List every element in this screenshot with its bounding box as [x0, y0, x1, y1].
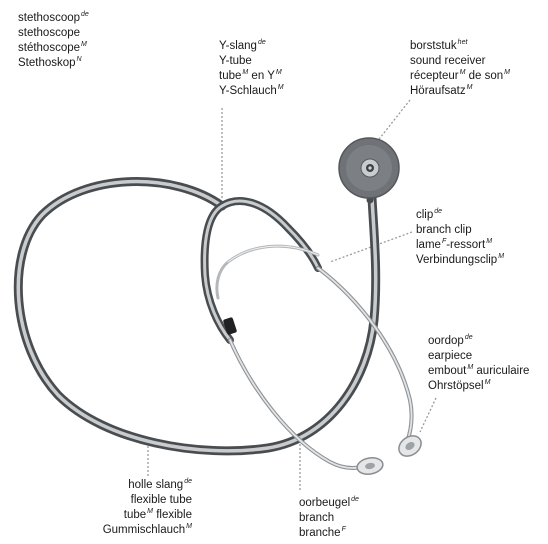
term-de: VerbindungsclipM	[416, 253, 504, 268]
label-clip: clipde branch clip lameF-ressortM Verbin…	[416, 208, 504, 268]
label-flexible-tube: holle slangde flexible tube tubeM flexib…	[88, 478, 192, 538]
label-branch: oorbeugelde branch brancheF	[299, 496, 359, 541]
term-de: HöraufsatzM	[410, 84, 510, 99]
term-en: Y-tube	[219, 54, 284, 69]
term-nl: Y-slangde	[219, 39, 284, 54]
term-en: branch clip	[416, 223, 504, 238]
term-fr: brancheF	[299, 526, 359, 541]
term-fr: lameF-ressortM	[416, 238, 504, 253]
flexible-tube	[18, 182, 375, 451]
term-de: Y-SchlauchM	[219, 84, 284, 99]
term-nl: stethoscoopde	[18, 11, 89, 26]
term-fr: tubeM flexible	[88, 508, 192, 523]
label-stethoscope: stethoscoopde stethoscope stéthoscopeM S…	[18, 11, 89, 71]
term-nl: clipde	[416, 208, 504, 223]
term-en: stethoscope	[18, 26, 89, 41]
term-en: sound receiver	[410, 54, 510, 69]
term-nl: borststukhet	[410, 39, 510, 54]
term-fr: stéthoscopeM	[18, 41, 89, 56]
branches	[230, 268, 412, 468]
branch-clip	[217, 246, 318, 298]
term-de: StethoskopN	[18, 56, 89, 71]
term-nl: holle slangde	[88, 478, 192, 493]
term-en: earpiece	[428, 349, 529, 364]
leader-earpiece	[420, 398, 436, 432]
term-fr: récepteurM de sonM	[410, 69, 510, 84]
term-de: OhrstöpselM	[428, 379, 529, 394]
term-nl: oorbeugelde	[299, 496, 359, 511]
term-de: GummischlauchM	[88, 523, 192, 538]
term-nl: oordopde	[428, 334, 529, 349]
label-earpiece: oordopde earpiece emboutM auriculaire Oh…	[428, 334, 529, 394]
earpieces	[356, 432, 425, 476]
term-fr: emboutM auriculaire	[428, 364, 529, 379]
term-fr: tubeM en YM	[219, 69, 284, 84]
label-y-tube: Y-slangde Y-tube tubeM en YM Y-SchlauchM	[219, 39, 284, 99]
term-en: branch	[299, 511, 359, 526]
label-chest-piece: borststukhet sound receiver récepteurM d…	[410, 39, 510, 99]
term-en: flexible tube	[88, 493, 192, 508]
chest-piece	[339, 138, 399, 200]
